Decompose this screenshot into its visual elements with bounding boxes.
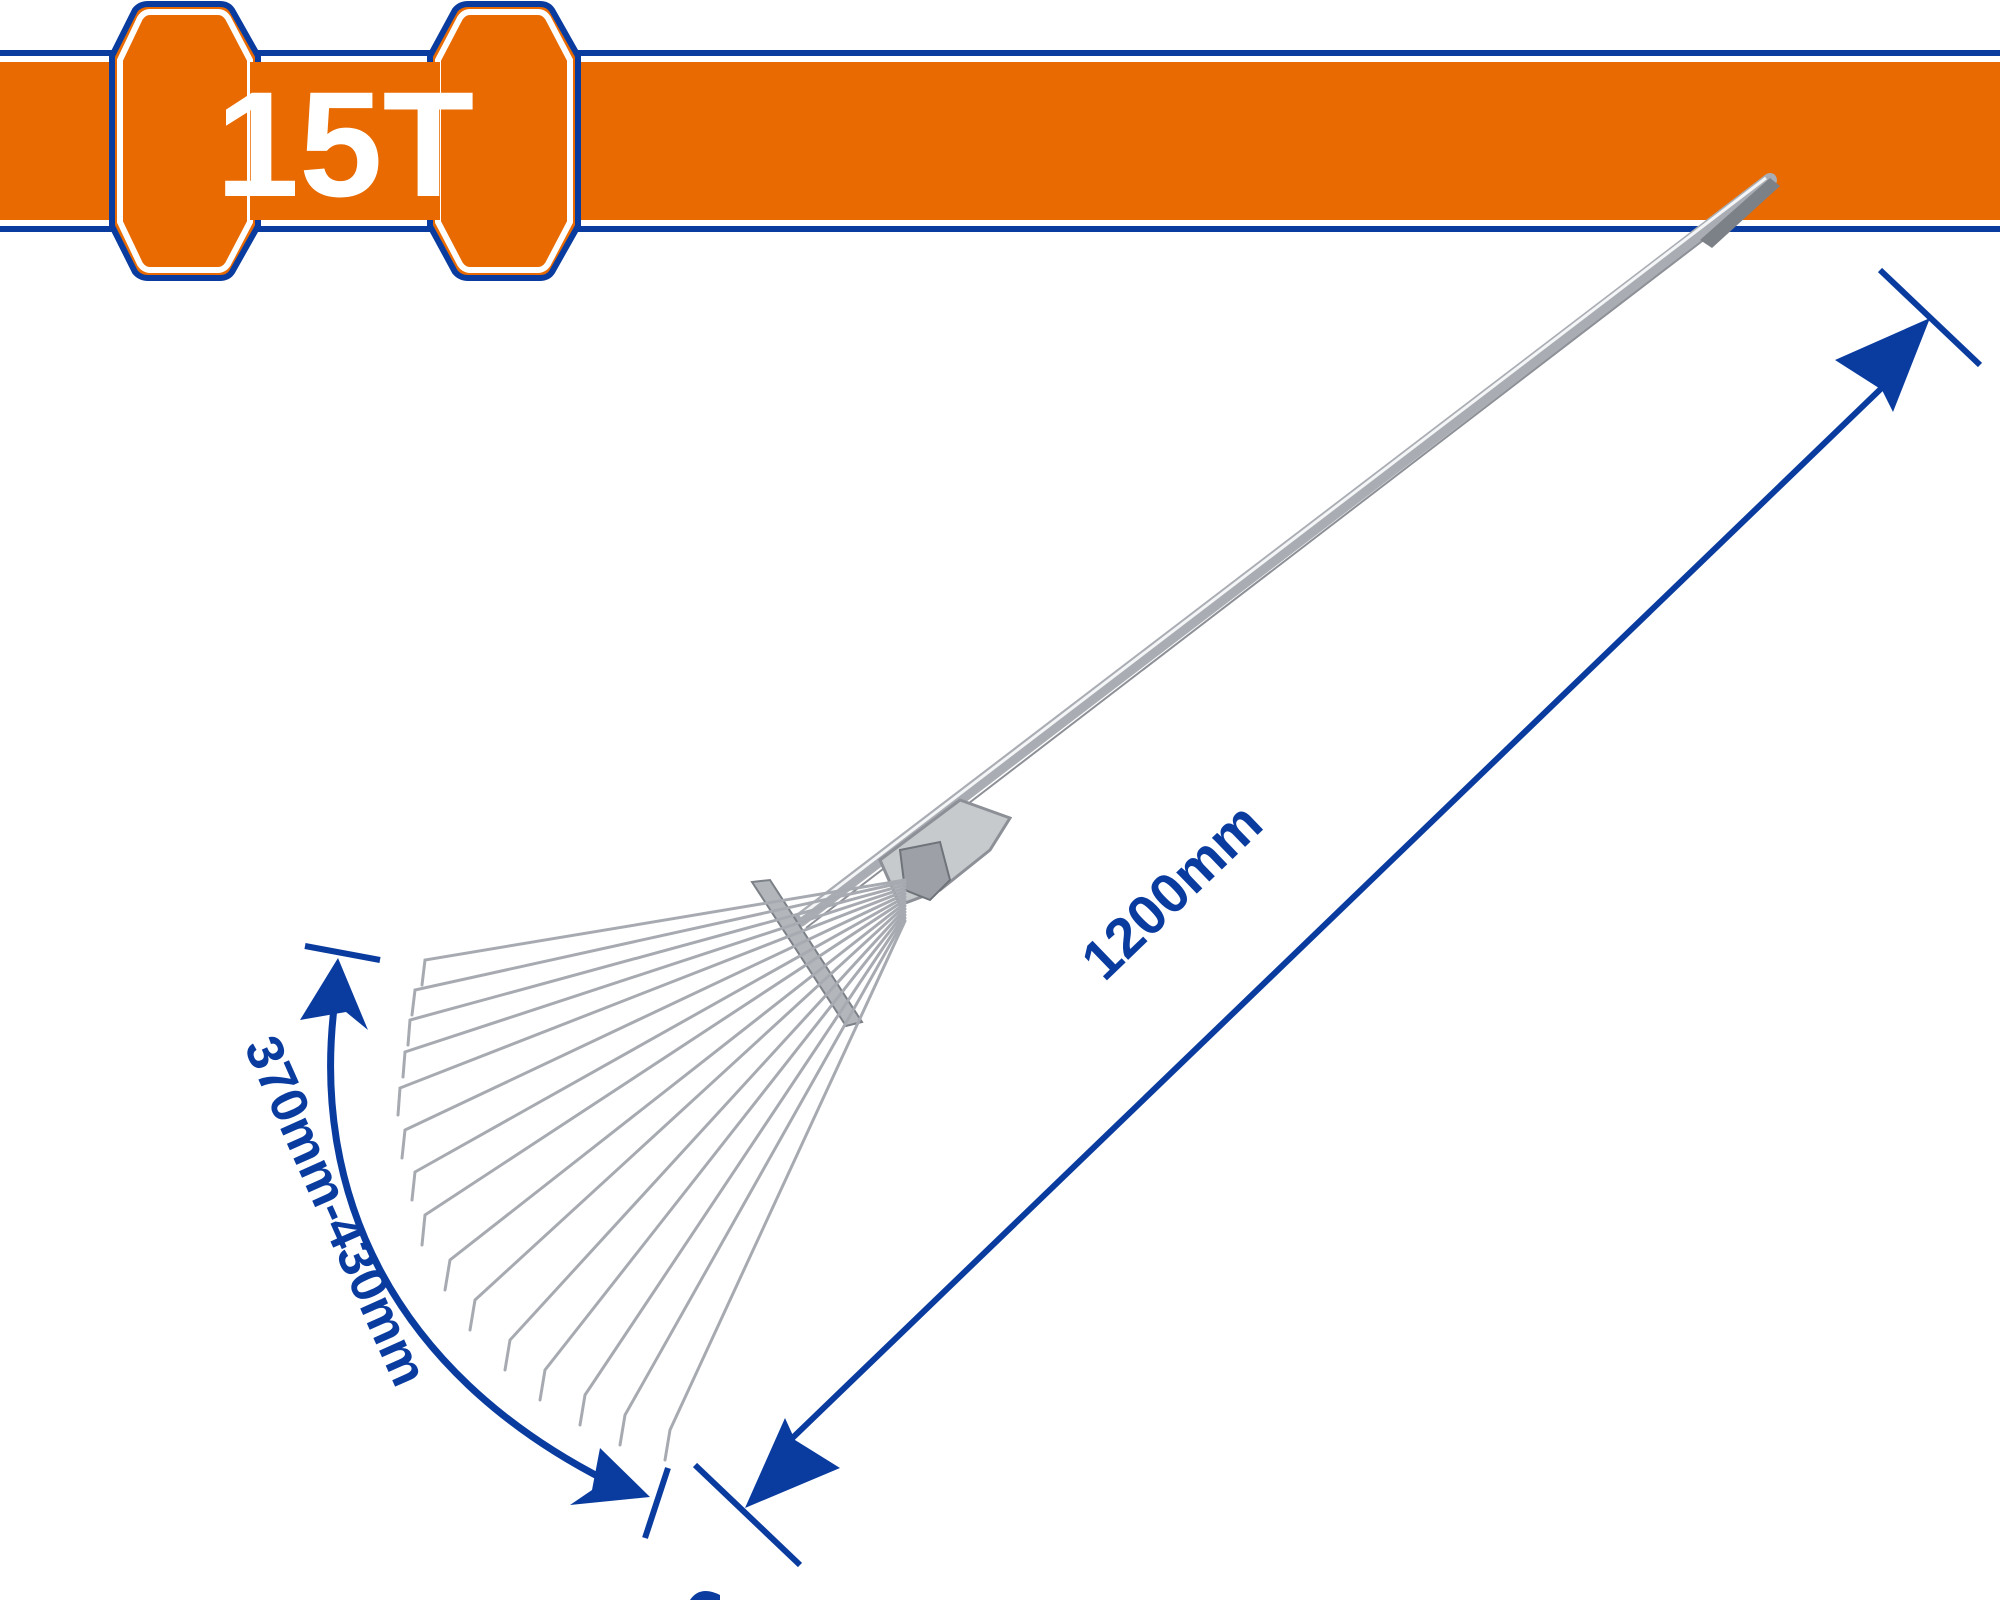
rake-tine xyxy=(663,919,907,1462)
badge-hex-right-inner xyxy=(435,9,573,273)
length-arrowhead-bottom xyxy=(745,1418,840,1508)
rake-tine xyxy=(420,898,907,1247)
width-label: 370mm-430mm xyxy=(233,1028,439,1395)
rake-tine xyxy=(400,892,907,1160)
rake-tine xyxy=(396,889,907,1117)
badge-bridge xyxy=(250,62,440,220)
rake-handle-tip xyxy=(1700,178,1780,248)
header-bottom-line xyxy=(0,226,2000,232)
rake-tine xyxy=(410,880,907,1017)
width-arrowhead-top xyxy=(300,958,368,1030)
bottom-edge-mark xyxy=(690,1591,720,1600)
header-top-line xyxy=(0,50,2000,56)
width-tick-bottom xyxy=(642,1467,671,1539)
width-dim-arc xyxy=(327,999,607,1484)
badge-text: 15T xyxy=(216,60,474,228)
header-band: 15T xyxy=(0,1,2000,281)
rake-handle-highlight xyxy=(799,176,1767,918)
rake-tine xyxy=(406,883,907,1047)
badge-hex-right xyxy=(427,1,581,281)
length-label: 1200mm xyxy=(1069,790,1274,991)
length-tick-top xyxy=(1877,267,1983,368)
rake-tine xyxy=(578,913,907,1427)
rake-tine xyxy=(468,904,907,1332)
badge-hex-left-inner xyxy=(117,9,253,273)
rake-tine xyxy=(410,895,907,1202)
badge-hex-left xyxy=(109,1,261,281)
rake-tine xyxy=(503,907,907,1372)
width-tick-top xyxy=(304,943,381,963)
length-dim-line xyxy=(777,377,1893,1453)
length-arrowhead-top xyxy=(1835,318,1930,412)
adjustable-leaf-rake-icon xyxy=(396,173,1780,1462)
width-arrowhead-bottom xyxy=(570,1448,650,1505)
length-tick-bottom xyxy=(692,1462,803,1568)
rake-tine xyxy=(420,878,907,987)
rake-tines xyxy=(396,878,907,1462)
rake-tine xyxy=(443,901,907,1292)
rake-clamp xyxy=(898,840,952,902)
rake-tine xyxy=(618,916,907,1447)
curved-double-arrow-icon: 370mm-430mm xyxy=(233,943,671,1539)
rake-tine xyxy=(538,910,907,1402)
rake-handle xyxy=(793,173,1777,927)
rake-tine xyxy=(401,886,907,1079)
